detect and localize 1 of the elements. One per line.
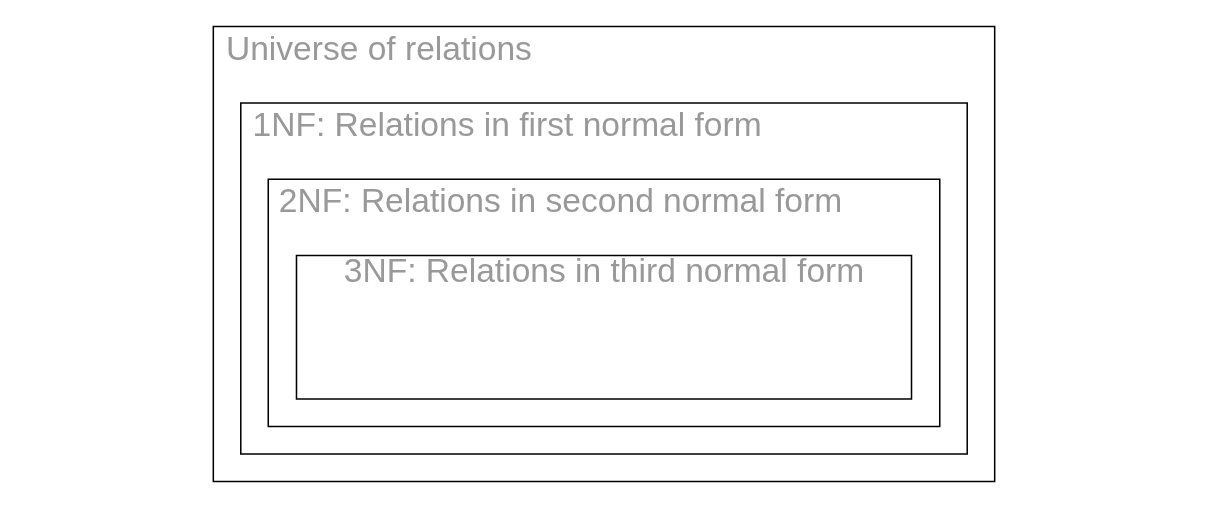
node-box: 3NF: Relations in third normal form (295, 254, 913, 400)
